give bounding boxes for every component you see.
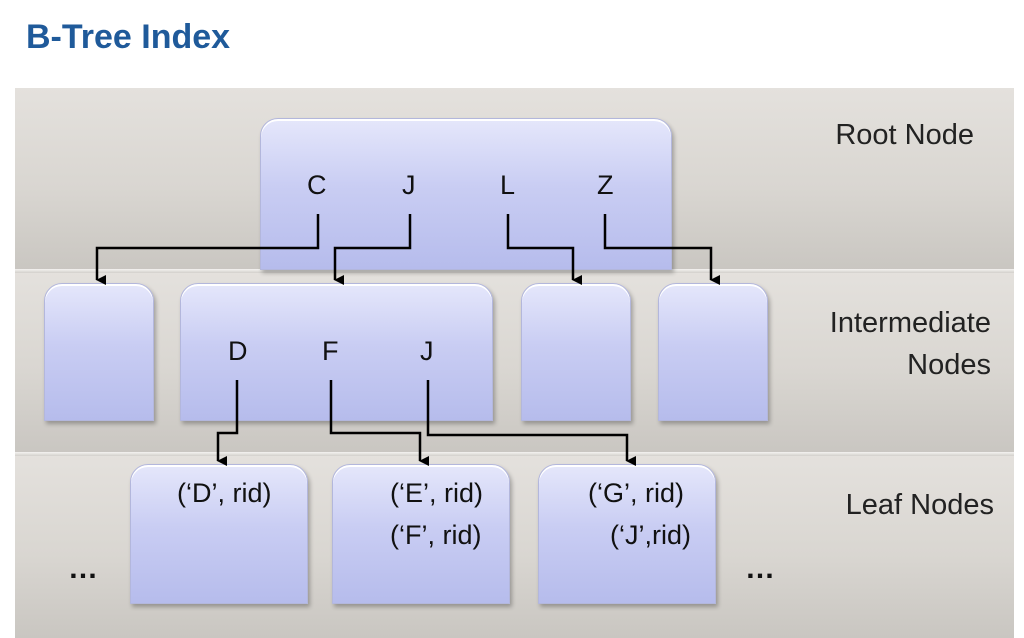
leaf-node bbox=[332, 464, 510, 604]
intermediate-key-j: J bbox=[420, 336, 434, 366]
ellipsis-right: … bbox=[745, 552, 775, 585]
intermediate-nodes-label-line2: Nodes bbox=[907, 349, 991, 381]
leaf-entry: (‘D’, rid) bbox=[177, 478, 272, 508]
band-divider bbox=[15, 452, 1014, 456]
root-key-c: C bbox=[307, 170, 327, 200]
root-key-l: L bbox=[500, 170, 516, 200]
leaf-entry: (‘E’, rid) bbox=[390, 478, 483, 508]
arrow-z-to-intermediate bbox=[603, 214, 720, 285]
root-node bbox=[260, 118, 672, 270]
root-key-j: J bbox=[402, 170, 416, 200]
leaf-node bbox=[538, 464, 716, 604]
page-title: B-Tree Index bbox=[26, 18, 231, 56]
leaf-node bbox=[130, 464, 308, 604]
arrow-f-to-leaf bbox=[329, 380, 429, 466]
intermediate-key-f: F bbox=[322, 336, 339, 366]
leaf-nodes-label: Leaf Nodes bbox=[845, 489, 994, 521]
arrow-d-to-leaf bbox=[216, 380, 239, 466]
intermediate-key-d: D bbox=[228, 336, 248, 366]
leaf-entry: (‘J’,rid) bbox=[610, 520, 691, 550]
arrow-j-to-leaf bbox=[426, 380, 636, 466]
ellipsis-left: … bbox=[68, 552, 98, 585]
arrow-c-to-intermediate bbox=[95, 214, 320, 285]
root-key-z: Z bbox=[597, 170, 614, 200]
intermediate-node bbox=[44, 283, 154, 421]
leaf-entry: (‘G’, rid) bbox=[588, 478, 684, 508]
root-node-label: Root Node bbox=[835, 119, 974, 151]
intermediate-node bbox=[658, 283, 768, 421]
leaf-entry: (‘F’, rid) bbox=[390, 520, 482, 550]
arrow-j-to-intermediate bbox=[333, 214, 412, 285]
band-divider bbox=[15, 269, 1014, 273]
intermediate-nodes-label-line1: Intermediate bbox=[829, 307, 991, 339]
intermediate-node bbox=[521, 283, 631, 421]
intermediate-node-expanded bbox=[180, 283, 493, 421]
arrow-l-to-intermediate bbox=[506, 214, 582, 285]
